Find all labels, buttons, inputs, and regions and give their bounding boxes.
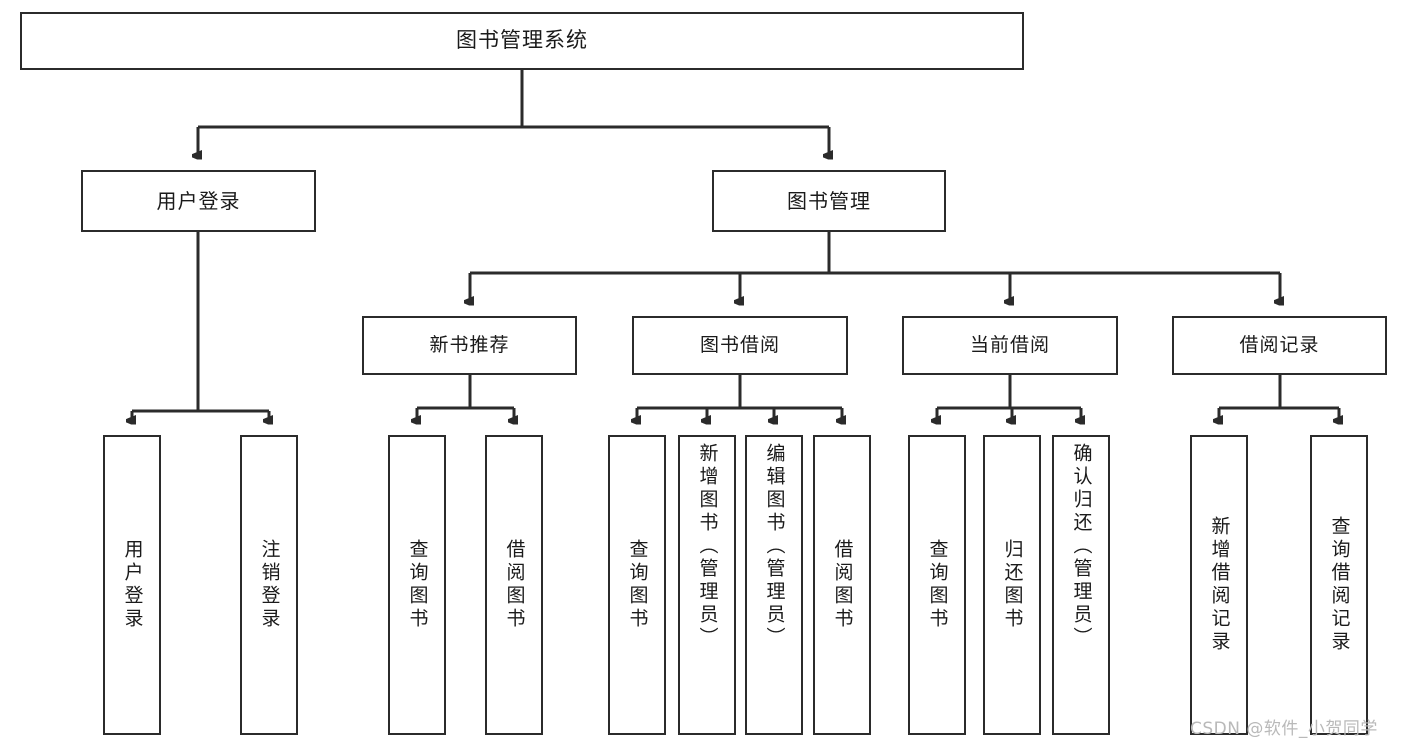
node-current-borrow[interactable]: 当前借阅 xyxy=(902,316,1118,375)
node-leaf-add-book-label: 新增图书（管理员） xyxy=(696,443,719,650)
node-user-login[interactable]: 用户登录 xyxy=(81,170,316,232)
node-book-borrow[interactable]: 图书借阅 xyxy=(632,316,848,375)
node-new-book-rec[interactable]: 新书推荐 xyxy=(362,316,577,375)
node-leaf-query-book-2-label: 查询图书 xyxy=(626,539,649,631)
node-new-book-rec-label: 新书推荐 xyxy=(429,334,510,357)
node-root-label: 图书管理系统 xyxy=(456,28,588,53)
node-leaf-add-record[interactable]: 新增借阅记录 xyxy=(1190,435,1248,735)
edge-group-root xyxy=(198,70,829,156)
node-leaf-query-book-3[interactable]: 查询图书 xyxy=(908,435,966,735)
node-leaf-query-record-label: 查询借阅记录 xyxy=(1328,516,1351,654)
node-leaf-query-book-1[interactable]: 查询图书 xyxy=(388,435,446,735)
node-leaf-borrow-book-1[interactable]: 借阅图书 xyxy=(485,435,543,735)
node-borrow-record[interactable]: 借阅记录 xyxy=(1172,316,1387,375)
node-leaf-query-book-1-label: 查询图书 xyxy=(406,539,429,631)
node-leaf-user-logout-label: 注销登录 xyxy=(258,539,281,631)
node-leaf-user-login[interactable]: 用户登录 xyxy=(103,435,161,735)
node-leaf-return-book-label: 归还图书 xyxy=(1001,539,1024,631)
node-leaf-add-record-label: 新增借阅记录 xyxy=(1208,516,1231,654)
node-leaf-borrow-book-2-label: 借阅图书 xyxy=(831,539,854,631)
edge-group-book-borrow xyxy=(637,375,842,421)
node-borrow-record-label: 借阅记录 xyxy=(1239,334,1320,357)
node-leaf-borrow-book-2[interactable]: 借阅图书 xyxy=(813,435,871,735)
node-book-manage-label: 图书管理 xyxy=(787,189,871,213)
node-leaf-query-book-3-label: 查询图书 xyxy=(926,539,949,631)
node-book-borrow-label: 图书借阅 xyxy=(699,334,780,357)
csdn-watermark: CSDN @软件_小贺同学 xyxy=(1190,719,1378,739)
node-leaf-edit-book-label: 编辑图书（管理员） xyxy=(763,443,786,650)
node-leaf-add-book[interactable]: 新增图书（管理员） xyxy=(678,435,736,735)
node-leaf-query-book-2[interactable]: 查询图书 xyxy=(608,435,666,735)
edge-group-borrow-record xyxy=(1219,375,1339,421)
node-current-borrow-label: 当前借阅 xyxy=(969,334,1050,357)
node-leaf-confirm-return[interactable]: 确认归还（管理员） xyxy=(1052,435,1110,735)
node-leaf-return-book[interactable]: 归还图书 xyxy=(983,435,1041,735)
node-leaf-borrow-book-1-label: 借阅图书 xyxy=(503,539,526,631)
edge-group-current-borrow xyxy=(937,375,1081,421)
node-root[interactable]: 图书管理系统 xyxy=(20,12,1024,70)
node-leaf-user-login-label: 用户登录 xyxy=(121,539,144,631)
node-leaf-edit-book[interactable]: 编辑图书（管理员） xyxy=(745,435,803,735)
edge-group-new-book-rec xyxy=(417,375,514,421)
node-leaf-query-record[interactable]: 查询借阅记录 xyxy=(1310,435,1368,735)
node-leaf-user-logout[interactable]: 注销登录 xyxy=(240,435,298,735)
node-book-manage[interactable]: 图书管理 xyxy=(712,170,946,232)
edge-group-book-manage xyxy=(470,232,1280,302)
edge-group-user-login xyxy=(132,232,269,421)
node-user-login-label: 用户登录 xyxy=(156,189,241,213)
node-leaf-confirm-return-label: 确认归还（管理员） xyxy=(1070,443,1093,650)
